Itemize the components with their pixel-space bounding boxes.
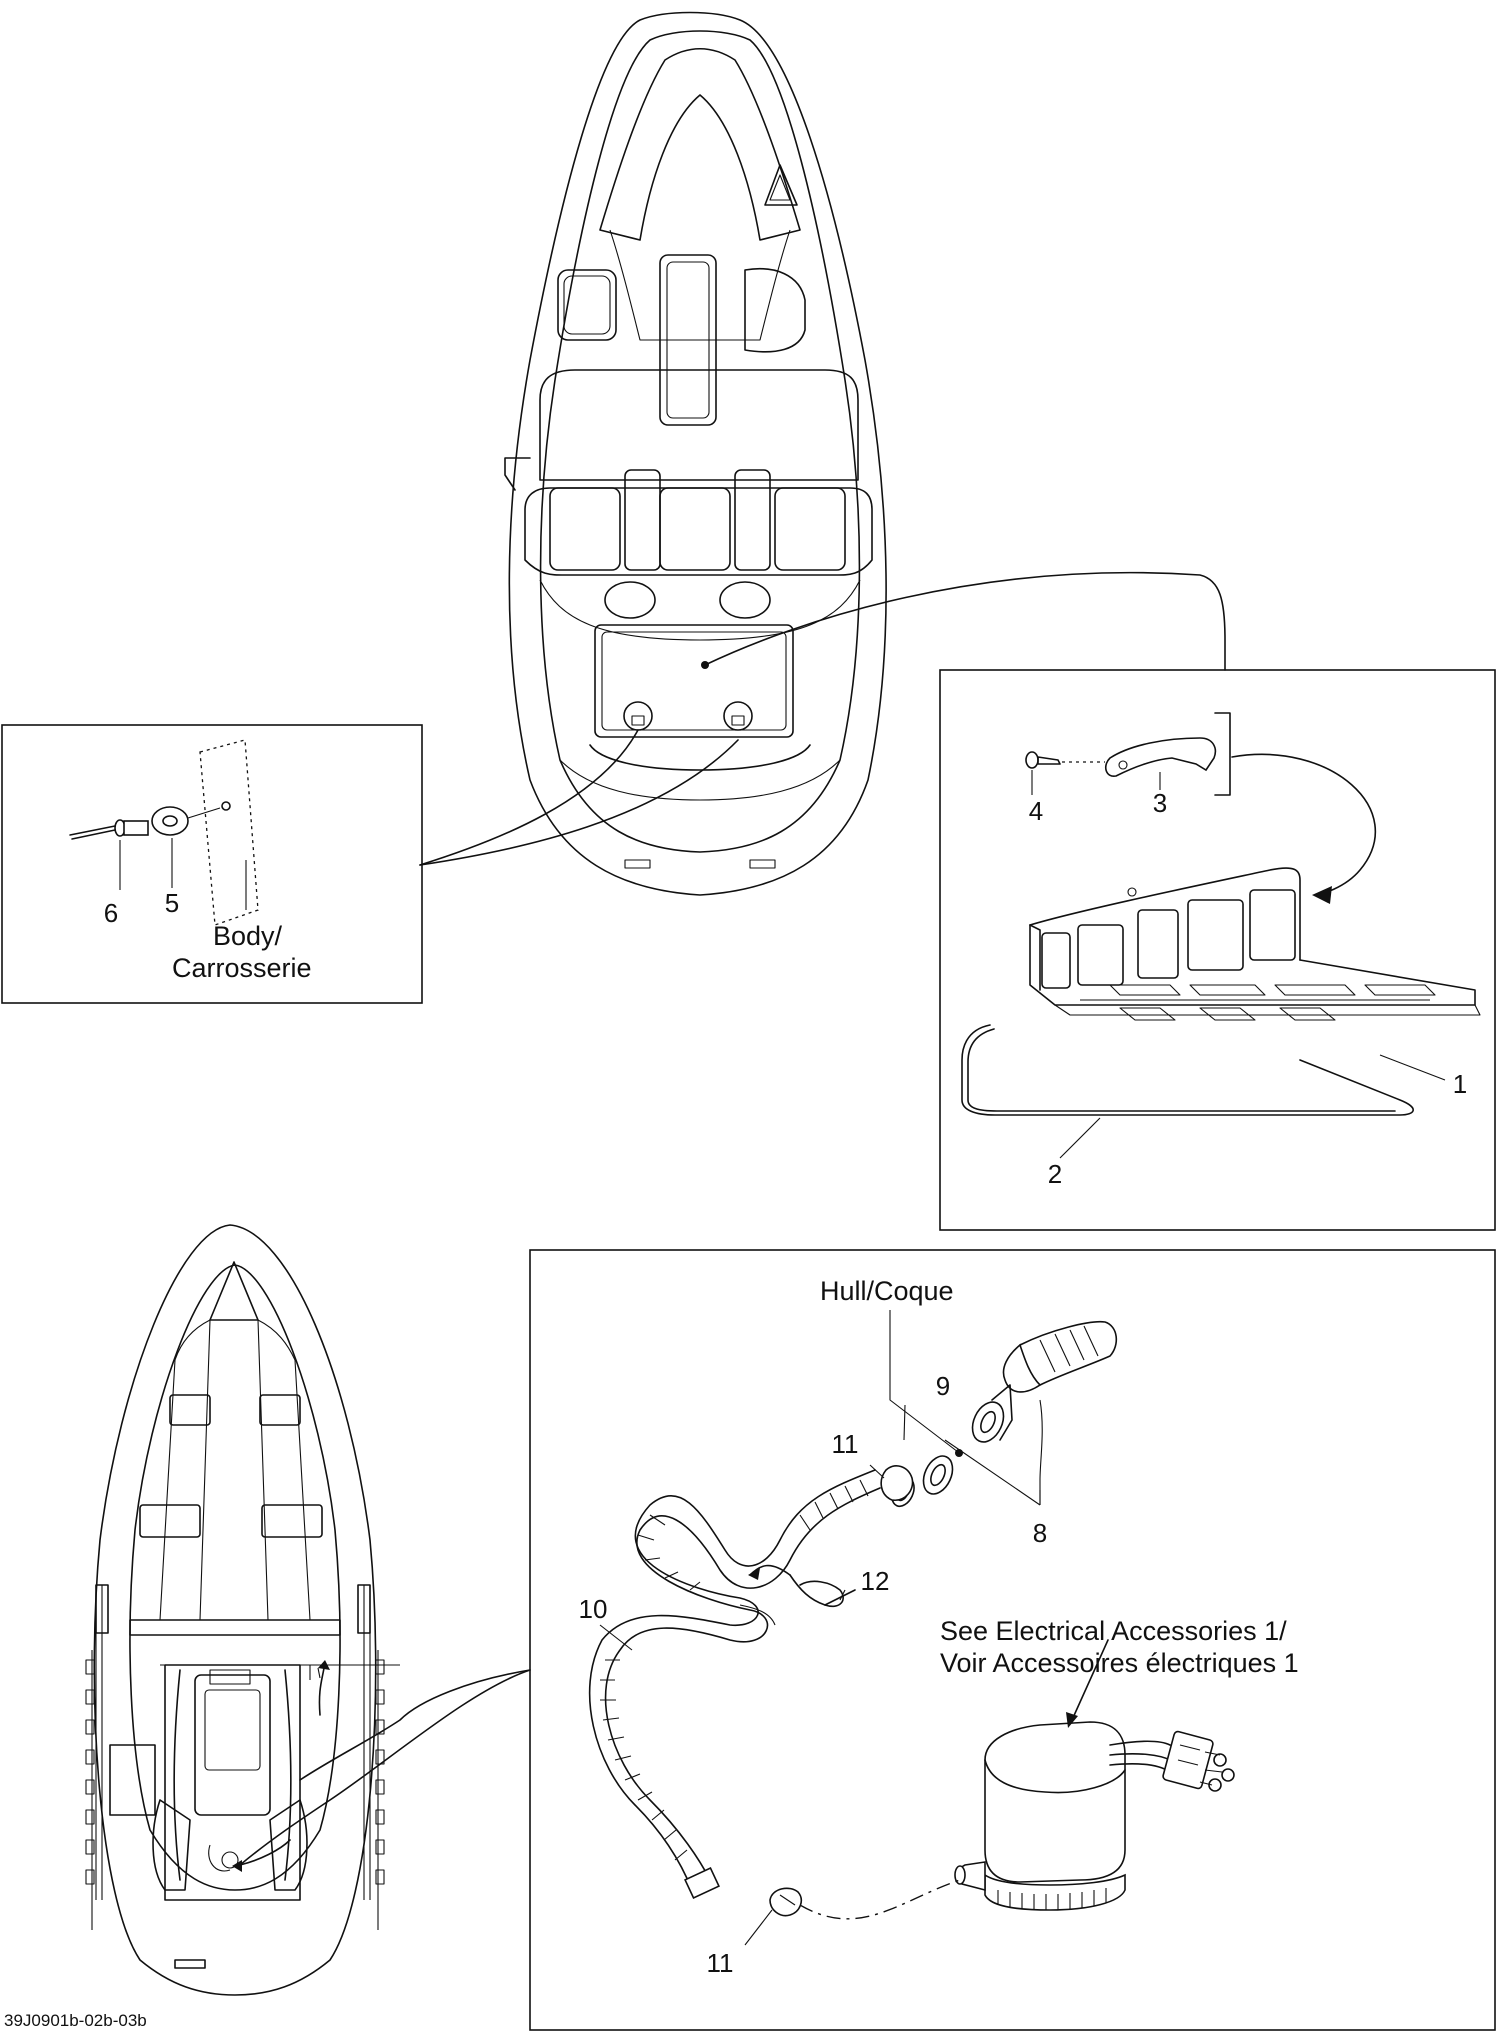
body-label-line2: Carrosserie xyxy=(172,953,312,983)
storage-tray-parts xyxy=(961,712,1481,1159)
callout-6: 6 xyxy=(104,898,118,928)
callout-9: 9 xyxy=(936,1371,950,1401)
callout-12: 12 xyxy=(861,1566,890,1596)
callout-8: 8 xyxy=(1033,1518,1047,1548)
callout-4: 4 xyxy=(1029,796,1043,826)
electrical-note-line1: See Electrical Accessories 1/ xyxy=(940,1616,1287,1646)
callout-2: 2 xyxy=(1048,1159,1062,1189)
bilge-pump-parts xyxy=(588,1310,1235,1946)
fastener-parts xyxy=(69,739,259,926)
callout-3: 3 xyxy=(1153,788,1167,818)
leader-hull-top xyxy=(299,1669,531,1781)
watercraft-top-view xyxy=(504,11,887,896)
electrical-note-line2: Voir Accessoires électriques 1 xyxy=(940,1648,1299,1678)
leader-body-left xyxy=(419,729,639,866)
bilge-pump-box xyxy=(529,1249,1496,2031)
callout-11-lower: 11 xyxy=(707,1948,734,1978)
hull-label: Hull/Coque xyxy=(820,1276,954,1306)
leader-storage xyxy=(704,571,1226,671)
storage-tray-box xyxy=(939,669,1496,1231)
body-label-line1: Body/ xyxy=(213,921,283,951)
callout-1: 1 xyxy=(1453,1069,1467,1099)
callout-11-upper: 11 xyxy=(832,1429,859,1459)
callout-10: 10 xyxy=(579,1594,608,1624)
reference-code: 39J0901b-02b-03b xyxy=(4,2011,147,2030)
leader-body-right xyxy=(419,739,739,866)
body-fastener-box xyxy=(1,724,423,1004)
callout-5: 5 xyxy=(165,888,179,918)
watercraft-hull-view xyxy=(85,1224,400,1996)
leader-hull-bottom xyxy=(239,1669,531,1866)
